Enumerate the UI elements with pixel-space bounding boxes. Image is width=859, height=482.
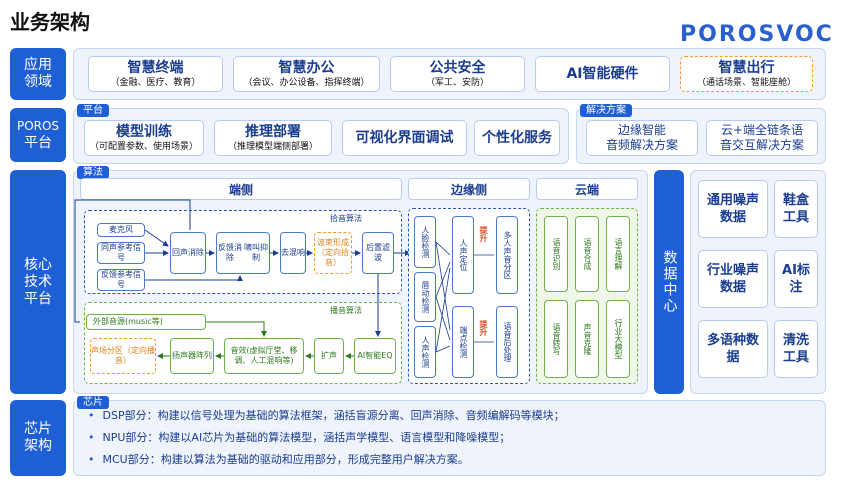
ref-signal-box[interactable]: 同声参考信号 — [97, 242, 145, 264]
col-device: 端侧 — [80, 178, 402, 200]
app-box-travel[interactable]: 智慧出行 （通话场景、智能座舱） — [680, 56, 813, 92]
chip-mcu: •MCU部分：构建以算法为基础的驱动和应用部分，形成完整用户解决方案。 — [88, 453, 469, 466]
dereverb-box[interactable]: 去混响 — [280, 232, 306, 274]
face-detect-box[interactable]: 人脸检测 — [414, 216, 436, 268]
chip-dsp: •DSP部分：构建以信号处理为基础的算法框架，涵括盲源分离、回声消除、音频编解码… — [88, 409, 565, 422]
asr-box[interactable]: 语音识别 — [544, 216, 568, 292]
app-box-security[interactable]: 公共安全 （军工、安防） — [390, 56, 525, 92]
voice-clone-box[interactable]: 声音克隆 — [575, 300, 599, 378]
external-source-box[interactable]: 外部音源(music等) — [86, 314, 206, 330]
transcribe-box[interactable]: 语音转写 — [544, 300, 568, 378]
voice-detect-box[interactable]: 人声检测 — [414, 326, 436, 378]
brand-logo: POROSVOC — [680, 22, 834, 47]
solution-tag: 解决方案 — [580, 104, 632, 117]
industry-llm-box[interactable]: 行业大模型 — [606, 300, 630, 378]
voice-locate-box[interactable]: 人声定位 — [452, 216, 474, 294]
solution-edge-audio[interactable]: 边缘智能 音频解决方案 — [586, 120, 698, 156]
col-edge: 边缘侧 — [408, 178, 530, 200]
app-box-office[interactable]: 智慧办公 （会议、办公设备、指挥终端） — [233, 56, 380, 92]
tts-box[interactable]: 语音合成 — [575, 216, 599, 292]
platform-item-deploy[interactable]: 推理部署 （推理模型端侧部署） — [214, 120, 332, 156]
echo-cancel-box[interactable]: 回声消除 — [170, 232, 206, 274]
platform-tag: 平台 — [77, 104, 109, 117]
col-cloud: 云端 — [536, 178, 638, 200]
speaker-separation-box[interactable]: 多人声音分区 — [496, 216, 518, 294]
beamform-box[interactable]: 波束形成（定向拾音） — [314, 232, 352, 274]
chip-band — [73, 400, 826, 476]
solution-cloud-voice[interactable]: 云+端全链条语 音交互解决方案 — [706, 120, 818, 156]
feedback-ref-box[interactable]: 反馈参考信号 — [97, 269, 145, 291]
boost-label-2: 提升 — [479, 320, 488, 336]
chip-tag: 芯片 — [77, 396, 109, 409]
chip-npu: •NPU部分：构建以AI芯片为基础的算法模型，涵括声学模型、语言模型和降噪模型； — [88, 431, 511, 444]
app-box-hardware[interactable]: AI智能硬件 — [535, 56, 670, 92]
pickup-label: 拾音算法 — [330, 214, 362, 223]
platform-item-training[interactable]: 模型训练 （可配置参数、使用场景） — [84, 120, 204, 156]
data-item-clean-tool[interactable]: 清洗工具 — [774, 320, 818, 378]
data-item-general-noise[interactable]: 通用噪声数据 — [698, 180, 768, 238]
chip-list: •DSP部分：构建以信号处理为基础的算法框架，涵括盲源分离、回声消除、音频编解码… — [88, 408, 818, 468]
amplify-box[interactable]: 扩声 — [314, 338, 344, 374]
data-item-industry-noise[interactable]: 行业噪声数据 — [698, 250, 768, 308]
data-item-multilingual[interactable]: 多语种数据 — [698, 320, 768, 378]
ai-eq-box[interactable]: AI智能EQ — [354, 338, 396, 374]
boost-label-1: 提升 — [479, 226, 488, 242]
row-header-core: 核心 技术 平台 — [10, 170, 66, 394]
nlu-box[interactable]: 语言理解 — [606, 216, 630, 292]
data-center-header: 数据中心 — [654, 170, 684, 394]
app-box-terminal[interactable]: 智慧终端 （金融、医疗、教育） — [88, 56, 223, 92]
row-header-platform: POROS 平台 — [10, 108, 66, 162]
algo-tag: 算法 — [77, 166, 109, 179]
page-title: 业务架构 — [10, 10, 90, 34]
feedback-cancel-box[interactable]: 反馈消除 啸叫抑制 — [216, 232, 270, 274]
platform-item-visual-debug[interactable]: 可视化界面调试 — [342, 120, 467, 156]
sound-zone-box[interactable]: 声场分区（定向播音） — [90, 338, 156, 374]
sound-effect-box[interactable]: 音效(虚拟厅堂、移调、人工混响等) — [224, 338, 304, 374]
row-header-chip: 芯片 架构 — [10, 400, 66, 476]
speaker-array-box[interactable]: 扬声器阵列 — [170, 338, 214, 374]
endpoint-detect-box[interactable]: 端点检测 — [452, 306, 474, 378]
data-item-shoebox-tool[interactable]: 鞋盒工具 — [774, 180, 818, 238]
row-header-app: 应用 领域 — [10, 48, 66, 100]
mic-box[interactable]: 麦克风 — [97, 223, 145, 237]
playback-label: 播音算法 — [330, 306, 362, 315]
post-filter-box[interactable]: 后置滤波 — [362, 232, 394, 274]
lip-detect-box[interactable]: 唇动检测 — [414, 272, 436, 322]
data-item-ai-label[interactable]: AI标注 — [774, 250, 818, 308]
post-process-box[interactable]: 语音后处理 — [496, 306, 518, 378]
platform-item-personal-service[interactable]: 个性化服务 — [474, 120, 560, 156]
